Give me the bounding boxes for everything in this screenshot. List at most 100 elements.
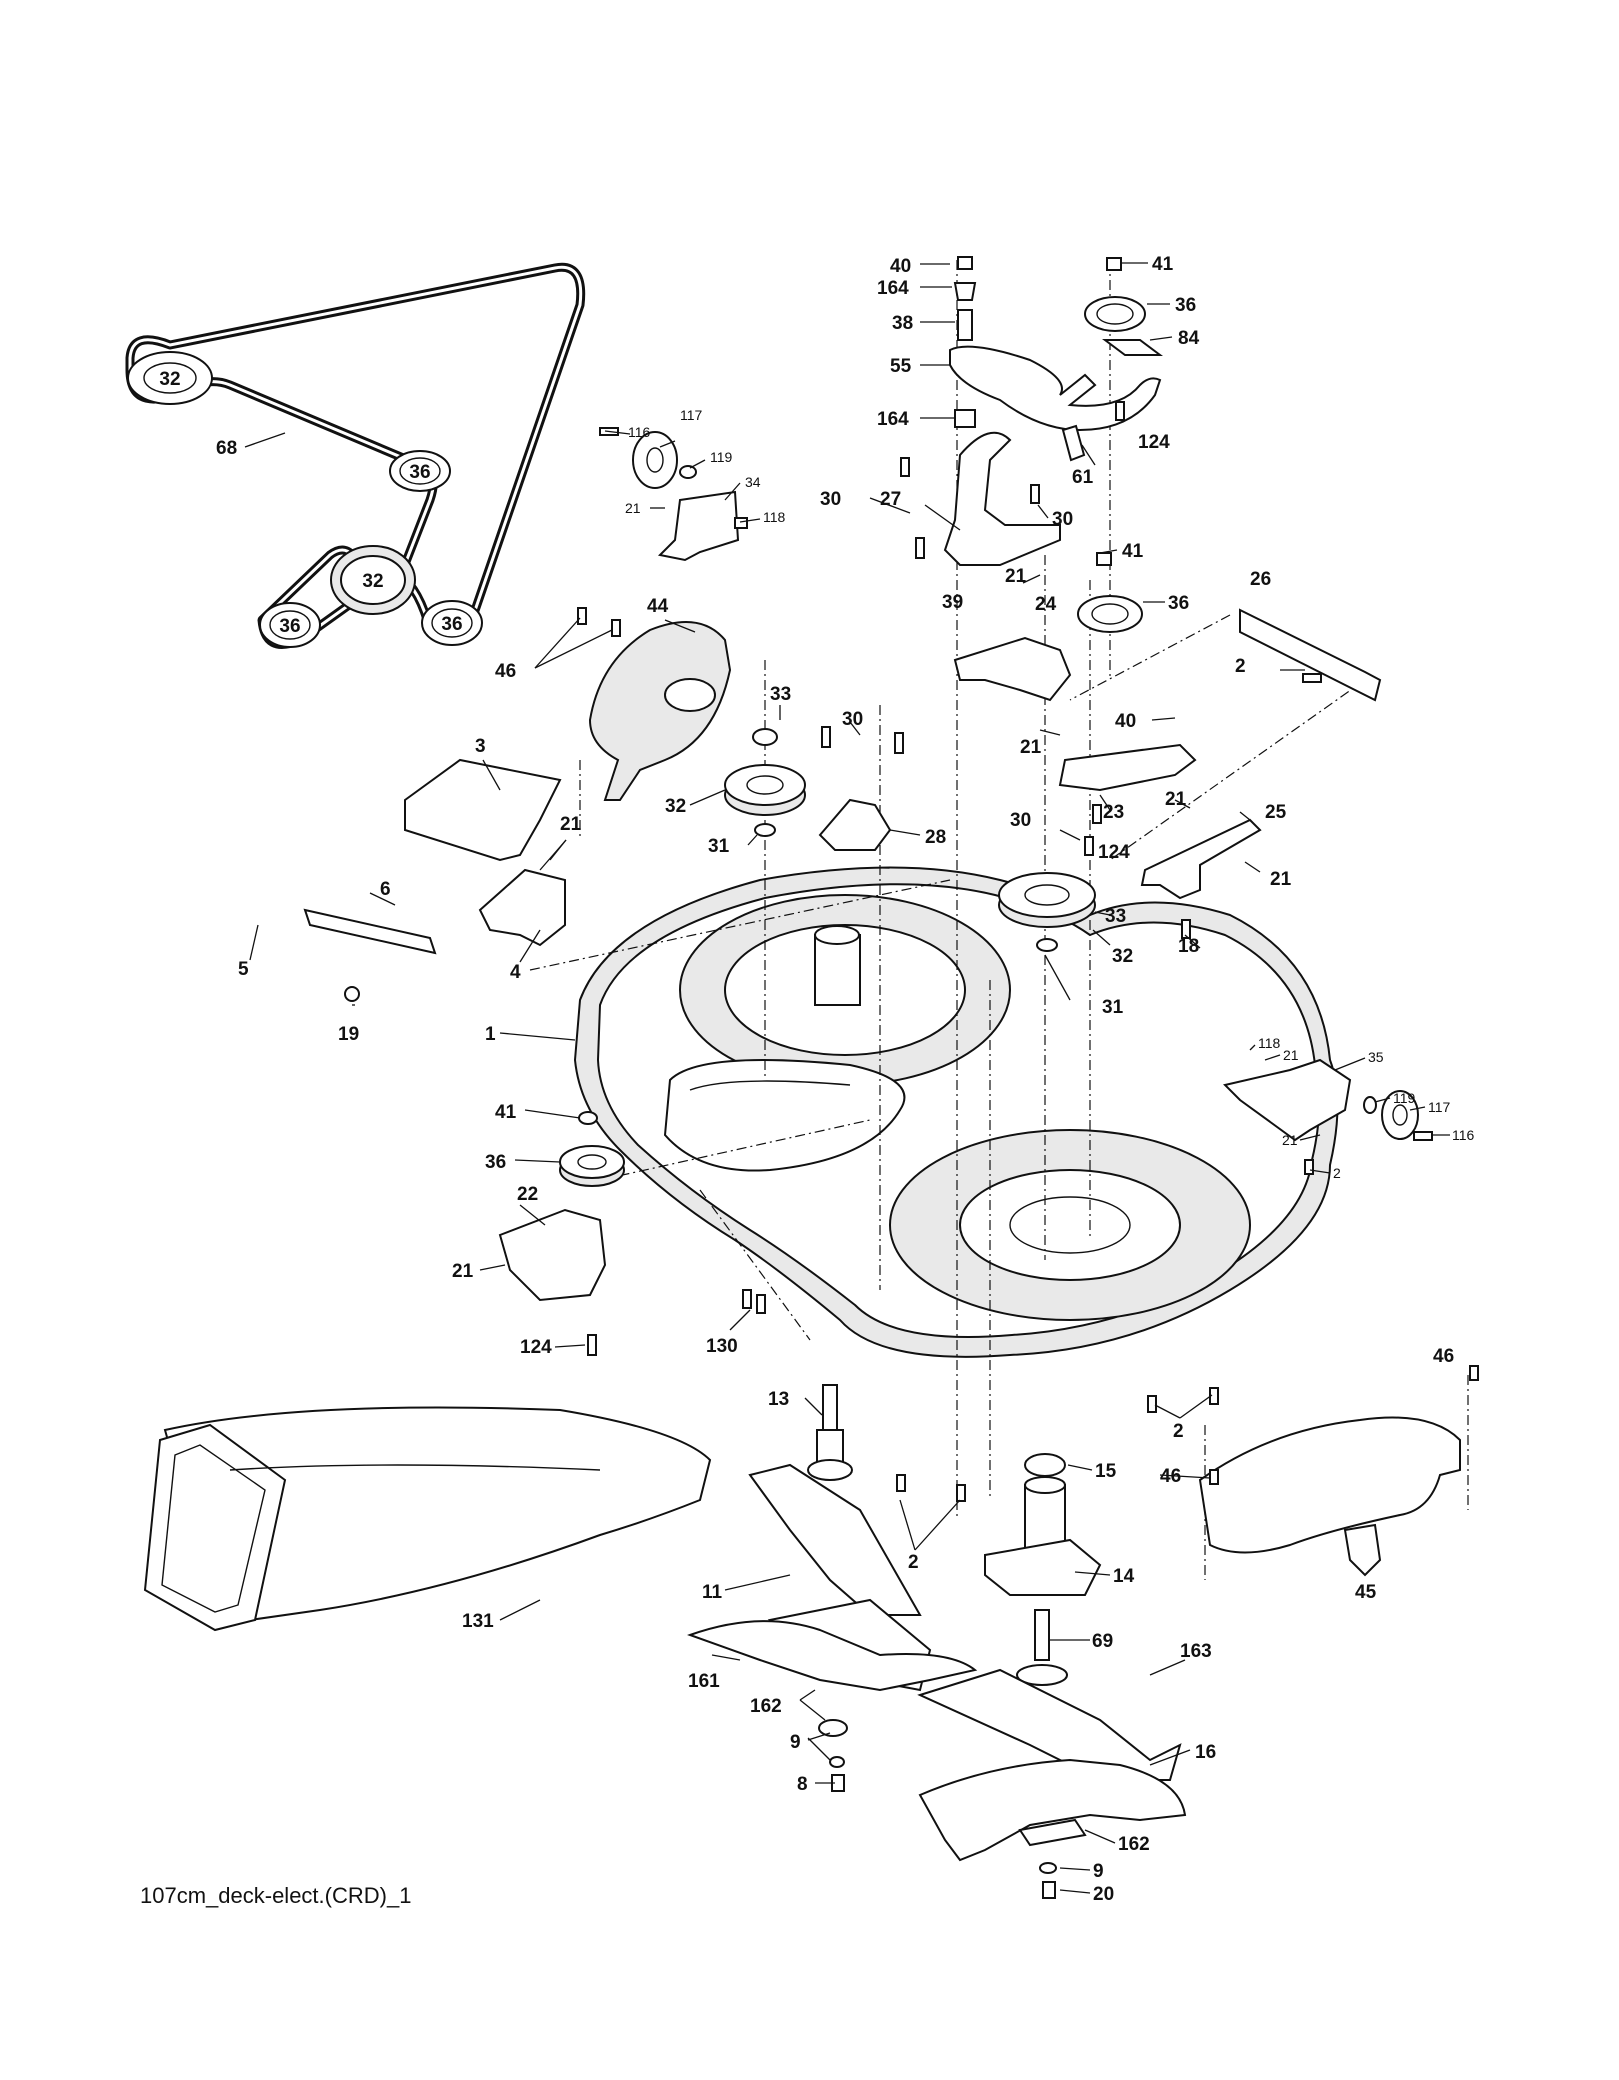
callout-38: 38 bbox=[892, 313, 913, 334]
callout-13: 13 bbox=[768, 1389, 789, 1410]
callout-26: 26 bbox=[1250, 569, 1271, 590]
callout-5: 5 bbox=[238, 959, 249, 980]
callout-3: 3 bbox=[475, 736, 486, 757]
callout-32: 32 bbox=[1112, 946, 1133, 967]
bracket-23 bbox=[1058, 743, 1197, 792]
callout-119: 119 bbox=[710, 449, 733, 465]
bracket-22 bbox=[498, 1208, 607, 1302]
shield-45-tab bbox=[1343, 1523, 1382, 1577]
callout-130: 130 bbox=[706, 1336, 738, 1357]
spindle-69 bbox=[1016, 1609, 1068, 1686]
callout-21: 21 bbox=[1165, 789, 1187, 810]
pulley-33 bbox=[998, 872, 1096, 928]
washer-31-right bbox=[1036, 938, 1058, 952]
belt-cover-44 bbox=[588, 621, 732, 801]
callout-162: 162 bbox=[1118, 1834, 1150, 1855]
discharge-chute-131 bbox=[143, 1406, 712, 1632]
callout-14: 14 bbox=[1113, 1566, 1135, 1587]
callout-21: 21 bbox=[1020, 737, 1042, 758]
callout-119: 119 bbox=[1393, 1090, 1416, 1106]
pulley-label: 36 bbox=[409, 462, 430, 483]
callout-118: 118 bbox=[1258, 1035, 1281, 1051]
callout-84: 84 bbox=[1178, 328, 1200, 349]
callout-124: 124 bbox=[520, 1337, 552, 1358]
callout-55: 55 bbox=[890, 356, 912, 377]
callout-164: 164 bbox=[877, 409, 909, 430]
callout-9: 9 bbox=[1093, 1861, 1104, 1882]
callout-30: 30 bbox=[842, 709, 863, 730]
pulley-32-left bbox=[724, 728, 806, 837]
callout-40: 40 bbox=[890, 256, 911, 277]
bracket-25 bbox=[1140, 818, 1262, 900]
belt-pulley-2: 36 bbox=[389, 450, 451, 492]
callout-124: 124 bbox=[1098, 842, 1130, 863]
rod-6 bbox=[303, 908, 437, 955]
bracket-35-assembly bbox=[1223, 1058, 1419, 1142]
callout-131: 131 bbox=[462, 1611, 494, 1632]
callout-163: 163 bbox=[1180, 1641, 1212, 1662]
belt-pulley-5: 36 bbox=[421, 600, 483, 646]
mower-deck-housing bbox=[573, 866, 1339, 1358]
callout-30: 30 bbox=[820, 489, 841, 510]
leader-lines bbox=[249, 262, 1450, 1894]
callout-8: 8 bbox=[797, 1774, 808, 1795]
callout-162: 162 bbox=[750, 1696, 782, 1717]
callout-2: 2 bbox=[1173, 1421, 1184, 1442]
callout-41: 41 bbox=[1152, 254, 1174, 275]
callout-30: 30 bbox=[1052, 509, 1073, 530]
belt-pulley-4: 36 bbox=[259, 602, 321, 648]
callout-161: 161 bbox=[688, 1671, 720, 1692]
callout-116: 116 bbox=[628, 424, 651, 440]
pulley-label: 32 bbox=[362, 571, 383, 592]
callout-35: 35 bbox=[1368, 1049, 1384, 1065]
callout-9: 9 bbox=[790, 1732, 801, 1753]
callout-15: 15 bbox=[1095, 1461, 1117, 1482]
callout-41: 41 bbox=[495, 1102, 517, 1123]
callout-27: 27 bbox=[880, 489, 901, 510]
callout-2: 2 bbox=[1333, 1165, 1341, 1181]
callout-31: 31 bbox=[708, 836, 730, 857]
callout-16: 16 bbox=[1195, 1742, 1216, 1763]
belt-routing-diagram: 32 36 32 36 36 68 bbox=[125, 262, 586, 649]
pulley-label: 36 bbox=[441, 614, 462, 635]
callout-45: 45 bbox=[1355, 1582, 1377, 1603]
bracket-26 bbox=[1239, 608, 1382, 702]
idler-arm-assembly bbox=[943, 256, 1163, 702]
bracket-4 bbox=[478, 868, 566, 947]
callout-23: 23 bbox=[1103, 802, 1124, 823]
shield-45 bbox=[1198, 1416, 1461, 1554]
diagram-caption: 107cm_deck-elect.(CRD)_1 bbox=[140, 1883, 411, 1908]
part-callouts: 40 164 38 55 164 41 36 84 124 61 30 27 3… bbox=[238, 254, 1475, 1905]
belt-callout-68: 68 bbox=[216, 438, 237, 459]
callout-21: 21 bbox=[452, 1261, 474, 1282]
blade-adapter-163 bbox=[917, 1668, 1182, 1781]
blade-bolts-right bbox=[1018, 1818, 1087, 1899]
callout-24: 24 bbox=[1035, 594, 1057, 615]
callout-116: 116 bbox=[1452, 1127, 1475, 1143]
callout-20: 20 bbox=[1093, 1884, 1114, 1905]
callout-6: 6 bbox=[380, 879, 391, 900]
callout-117: 117 bbox=[1428, 1099, 1451, 1115]
callout-69: 69 bbox=[1092, 1631, 1113, 1652]
callout-32: 32 bbox=[665, 796, 686, 817]
bracket-34-assembly bbox=[599, 427, 748, 562]
callout-46: 46 bbox=[1433, 1346, 1454, 1367]
callout-19: 19 bbox=[338, 1024, 359, 1045]
pulley-label: 36 bbox=[279, 616, 300, 637]
blade-161 bbox=[687, 1620, 978, 1692]
callout-21: 21 bbox=[1283, 1047, 1299, 1063]
callout-21: 21 bbox=[1270, 869, 1292, 890]
callout-22: 22 bbox=[517, 1184, 538, 1205]
blade-bolts-left bbox=[818, 1719, 848, 1792]
spindle-13 bbox=[807, 1384, 853, 1481]
callout-30: 30 bbox=[1010, 810, 1031, 831]
bolts bbox=[577, 401, 1479, 1502]
callout-36: 36 bbox=[485, 1152, 506, 1173]
callout-33: 33 bbox=[770, 684, 791, 705]
callout-164: 164 bbox=[877, 278, 909, 299]
pulley-label: 32 bbox=[159, 369, 180, 390]
callout-4: 4 bbox=[510, 962, 521, 983]
belt-pulley-3: 32 bbox=[330, 545, 416, 615]
callout-40: 40 bbox=[1115, 711, 1136, 732]
